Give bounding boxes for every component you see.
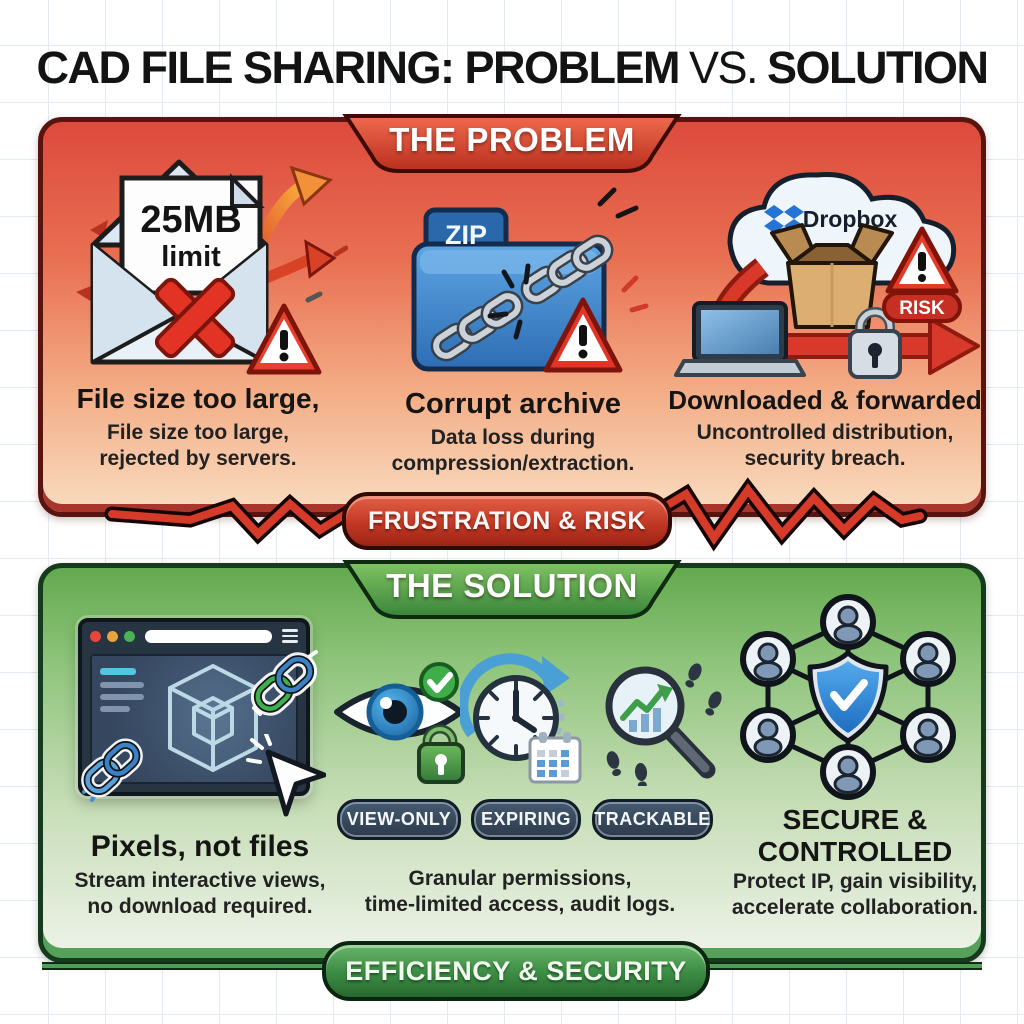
solution-right-heading: SECURE & CONTROLLED — [720, 804, 990, 868]
sidebar-item — [100, 706, 130, 712]
warning-triangle-icon — [543, 297, 623, 373]
title-part2: SOLUTION — [767, 42, 989, 93]
title-part1: CAD FILE SHARING: PROBLEM — [36, 42, 680, 93]
subtext-line: rejected by servers. — [99, 447, 297, 470]
lock-icon — [417, 724, 465, 784]
zigzag-lightning-icon — [104, 477, 928, 552]
user-node-icon — [740, 594, 956, 800]
size-limit-line1: 25MB — [140, 199, 241, 241]
problem-col2-subtext: Data loss during compression/extraction. — [363, 425, 663, 477]
warning-triangle-icon — [246, 303, 322, 375]
expiring-clock-calendar-icon — [460, 653, 582, 784]
risk-label: RISK — [899, 298, 945, 319]
subtext-line: Stream interactive views, — [74, 869, 326, 892]
solution-right-subtext: Protect IP, gain visibility, accelerate … — [715, 869, 995, 921]
sidebar-item — [100, 668, 136, 675]
burst-arrows-icon — [76, 165, 348, 329]
check-badge-icon — [419, 662, 459, 702]
email-25mb-blocked-icon: 25MB limit — [76, 159, 348, 375]
solution-banner: THE SOLUTION — [386, 567, 638, 604]
zip-folder-broken-chain-icon: ZIP — [411, 187, 649, 373]
subtext-line: security breach. — [744, 447, 906, 470]
laptop-icon — [674, 301, 806, 377]
green-dot-icon — [124, 630, 135, 642]
problem-col3-heading: Downloaded & forwarded — [668, 385, 982, 415]
subtext-line: Protect IP, gain visibility, — [732, 870, 978, 893]
frustration-risk-banner: FRUSTRATION & RISK — [342, 492, 672, 550]
problem-banner-shape — [342, 114, 682, 173]
menu-icon — [282, 629, 298, 643]
magnifier-icon — [605, 666, 716, 779]
trackable-magnifier-footprints-icon — [605, 663, 722, 786]
heading-line: CONTROLLED — [757, 836, 953, 867]
calendar-icon — [528, 732, 582, 784]
subtext-line: Granular permissions, — [408, 867, 632, 890]
sidebar-item — [100, 682, 144, 688]
trend-chart-icon — [620, 684, 673, 732]
blocked-x-icon — [154, 277, 236, 359]
cursor-icon — [246, 734, 326, 817]
shield-check-icon — [807, 650, 889, 744]
efficiency-security-banner: EFFICIENCY & SECURITY — [322, 941, 710, 1001]
subtext-line: compression/extraction. — [391, 452, 635, 475]
subtext-line: Uncontrolled distribution, — [696, 421, 954, 444]
share-link-icon — [81, 738, 143, 802]
size-limit-line2: limit — [161, 241, 221, 273]
broken-chain-icon — [430, 234, 614, 362]
view-only-badge: VIEW-ONLY — [337, 799, 461, 840]
share-link-icon — [250, 650, 318, 716]
browser-viewport — [90, 654, 298, 784]
red-dot-icon — [90, 630, 101, 642]
solution-banner-shape — [342, 560, 682, 619]
view-only-eye-lock-icon — [334, 662, 465, 784]
solution-left-subtext: Stream interactive views, no download re… — [60, 868, 340, 920]
problem-col3-subtext: Uncontrolled distribution, security brea… — [660, 420, 990, 472]
secure-network-shield-icon — [740, 594, 956, 800]
problem-col1-subtext: File size too large, rejected by servers… — [48, 420, 348, 472]
cloud-download-forward-icon: Dropbox — [674, 172, 980, 379]
browser-titlebar — [82, 622, 306, 650]
sidebar-item — [100, 694, 144, 700]
problem-col2-heading: Corrupt archive — [405, 388, 621, 420]
problem-banner: THE PROBLEM — [389, 121, 635, 158]
cloud-label: Dropbox — [803, 206, 898, 232]
subtext-line: Data loss during — [430, 426, 596, 449]
expiring-badge: EXPIRING — [471, 799, 581, 840]
open-box-icon — [770, 223, 894, 329]
cube-wireframe-icon — [168, 664, 258, 772]
subtext-line: time-limited access, audit logs. — [364, 893, 676, 916]
subtext-line: accelerate collaboration. — [731, 896, 979, 919]
heading-line: SECURE & — [782, 804, 928, 835]
subtext-line: File size too large, — [106, 421, 290, 444]
problem-col1-heading: File size too large, — [76, 383, 320, 414]
address-bar — [145, 629, 272, 643]
yellow-dot-icon — [107, 630, 118, 642]
padlock-icon — [848, 307, 902, 379]
title-vs: VS. — [688, 42, 759, 93]
risk-badge: RISK — [882, 226, 962, 323]
footprints-icon — [606, 663, 722, 786]
solution-left-heading: Pixels, not files — [90, 830, 310, 863]
solution-middle-subtext: Granular permissions, time-limited acces… — [355, 866, 685, 918]
trackable-badge: TRACKABLE — [592, 799, 713, 840]
subtext-line: no download required. — [87, 895, 313, 918]
zip-label: ZIP — [445, 220, 487, 250]
